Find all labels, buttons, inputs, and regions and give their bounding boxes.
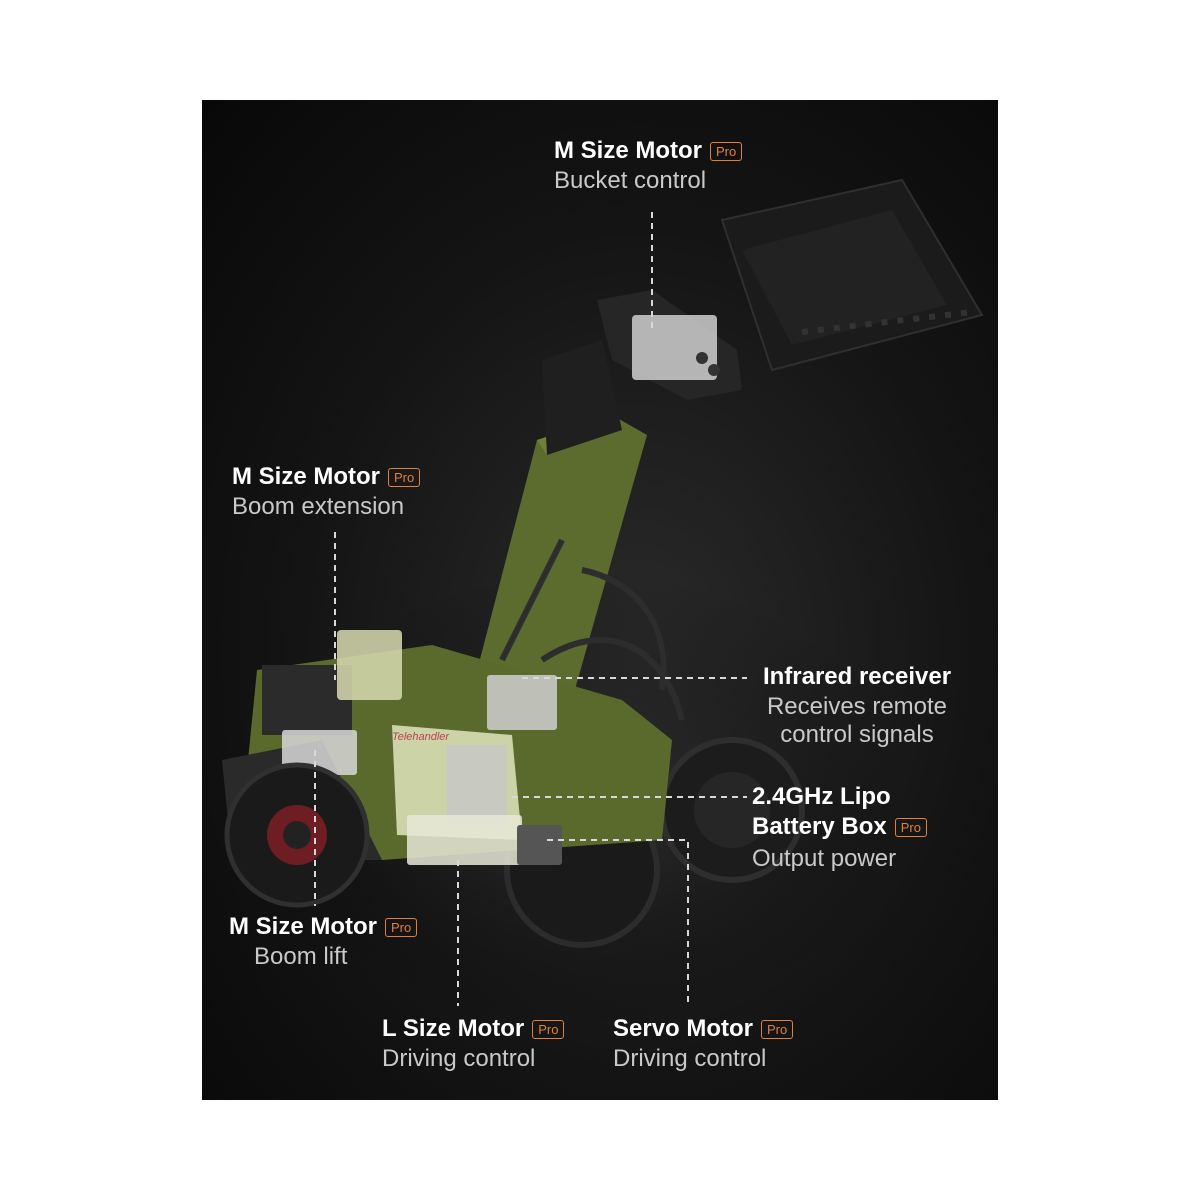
diagram-panel: Telehandler M Size Motor Pro Bucket cont… (202, 100, 998, 1100)
callout-subtitle: Output power (752, 845, 897, 872)
hydraulics (499, 538, 685, 721)
bucket-motor-shape (632, 315, 717, 380)
callout-subtitle: Bucket control (554, 167, 707, 194)
callout-battery-box: 2.4GHz Lipo Battery Box Pro Output power (752, 782, 927, 874)
callout-title: Battery Box (752, 813, 887, 840)
pro-badge: Pro (761, 1019, 794, 1039)
callout-subtitle: Receives remote (766, 693, 948, 720)
pro-badge: Pro (388, 467, 421, 487)
boom-extension-motor-shape (337, 630, 402, 700)
callout-subtitle: Boom extension (232, 493, 405, 520)
bucket (720, 178, 984, 372)
callout-subtitle: Driving control (613, 1045, 767, 1072)
infrared-receiver-shape (487, 675, 557, 730)
callout-boom-lift-motor: M Size Motor Pro Boom lift (229, 912, 418, 972)
boom-decal: Telehandler (392, 731, 450, 743)
rear-wheel (659, 737, 805, 883)
callout-title: M Size Motor (554, 137, 702, 164)
callout-title: M Size Motor (232, 463, 380, 490)
callout-title: Infrared receiver (762, 663, 952, 690)
callout-subtitle: control signals (780, 721, 934, 748)
callout-l-size-motor: L Size Motor Pro Driving control (382, 1014, 565, 1074)
pro-badge: Pro (710, 141, 743, 161)
callout-title: 2.4GHz Lipo (752, 783, 891, 810)
telehandler-illustration: Telehandler (222, 178, 984, 1030)
servo-motor-shape (517, 825, 562, 865)
callout-title: M Size Motor (229, 913, 377, 940)
callout-bucket-motor: M Size Motor Pro Bucket control (554, 136, 743, 196)
callout-servo-motor: Servo Motor Pro Driving control (613, 1014, 794, 1074)
front-left-wheel (224, 762, 370, 908)
pro-badge: Pro (894, 817, 927, 837)
callout-subtitle: Driving control (382, 1045, 536, 1072)
boom (472, 290, 742, 715)
pro-badge: Pro (532, 1019, 565, 1039)
callout-infrared-receiver: Infrared receiver Receives remote contro… (747, 662, 967, 748)
callout-subtitle: Boom lift (254, 943, 348, 970)
callout-title: Servo Motor (613, 1015, 754, 1042)
pro-badge: Pro (385, 917, 418, 937)
callout-title: L Size Motor (382, 1015, 525, 1042)
l-motor-shape (407, 815, 522, 865)
callout-boom-extension-motor: M Size Motor Pro Boom extension (232, 462, 421, 522)
